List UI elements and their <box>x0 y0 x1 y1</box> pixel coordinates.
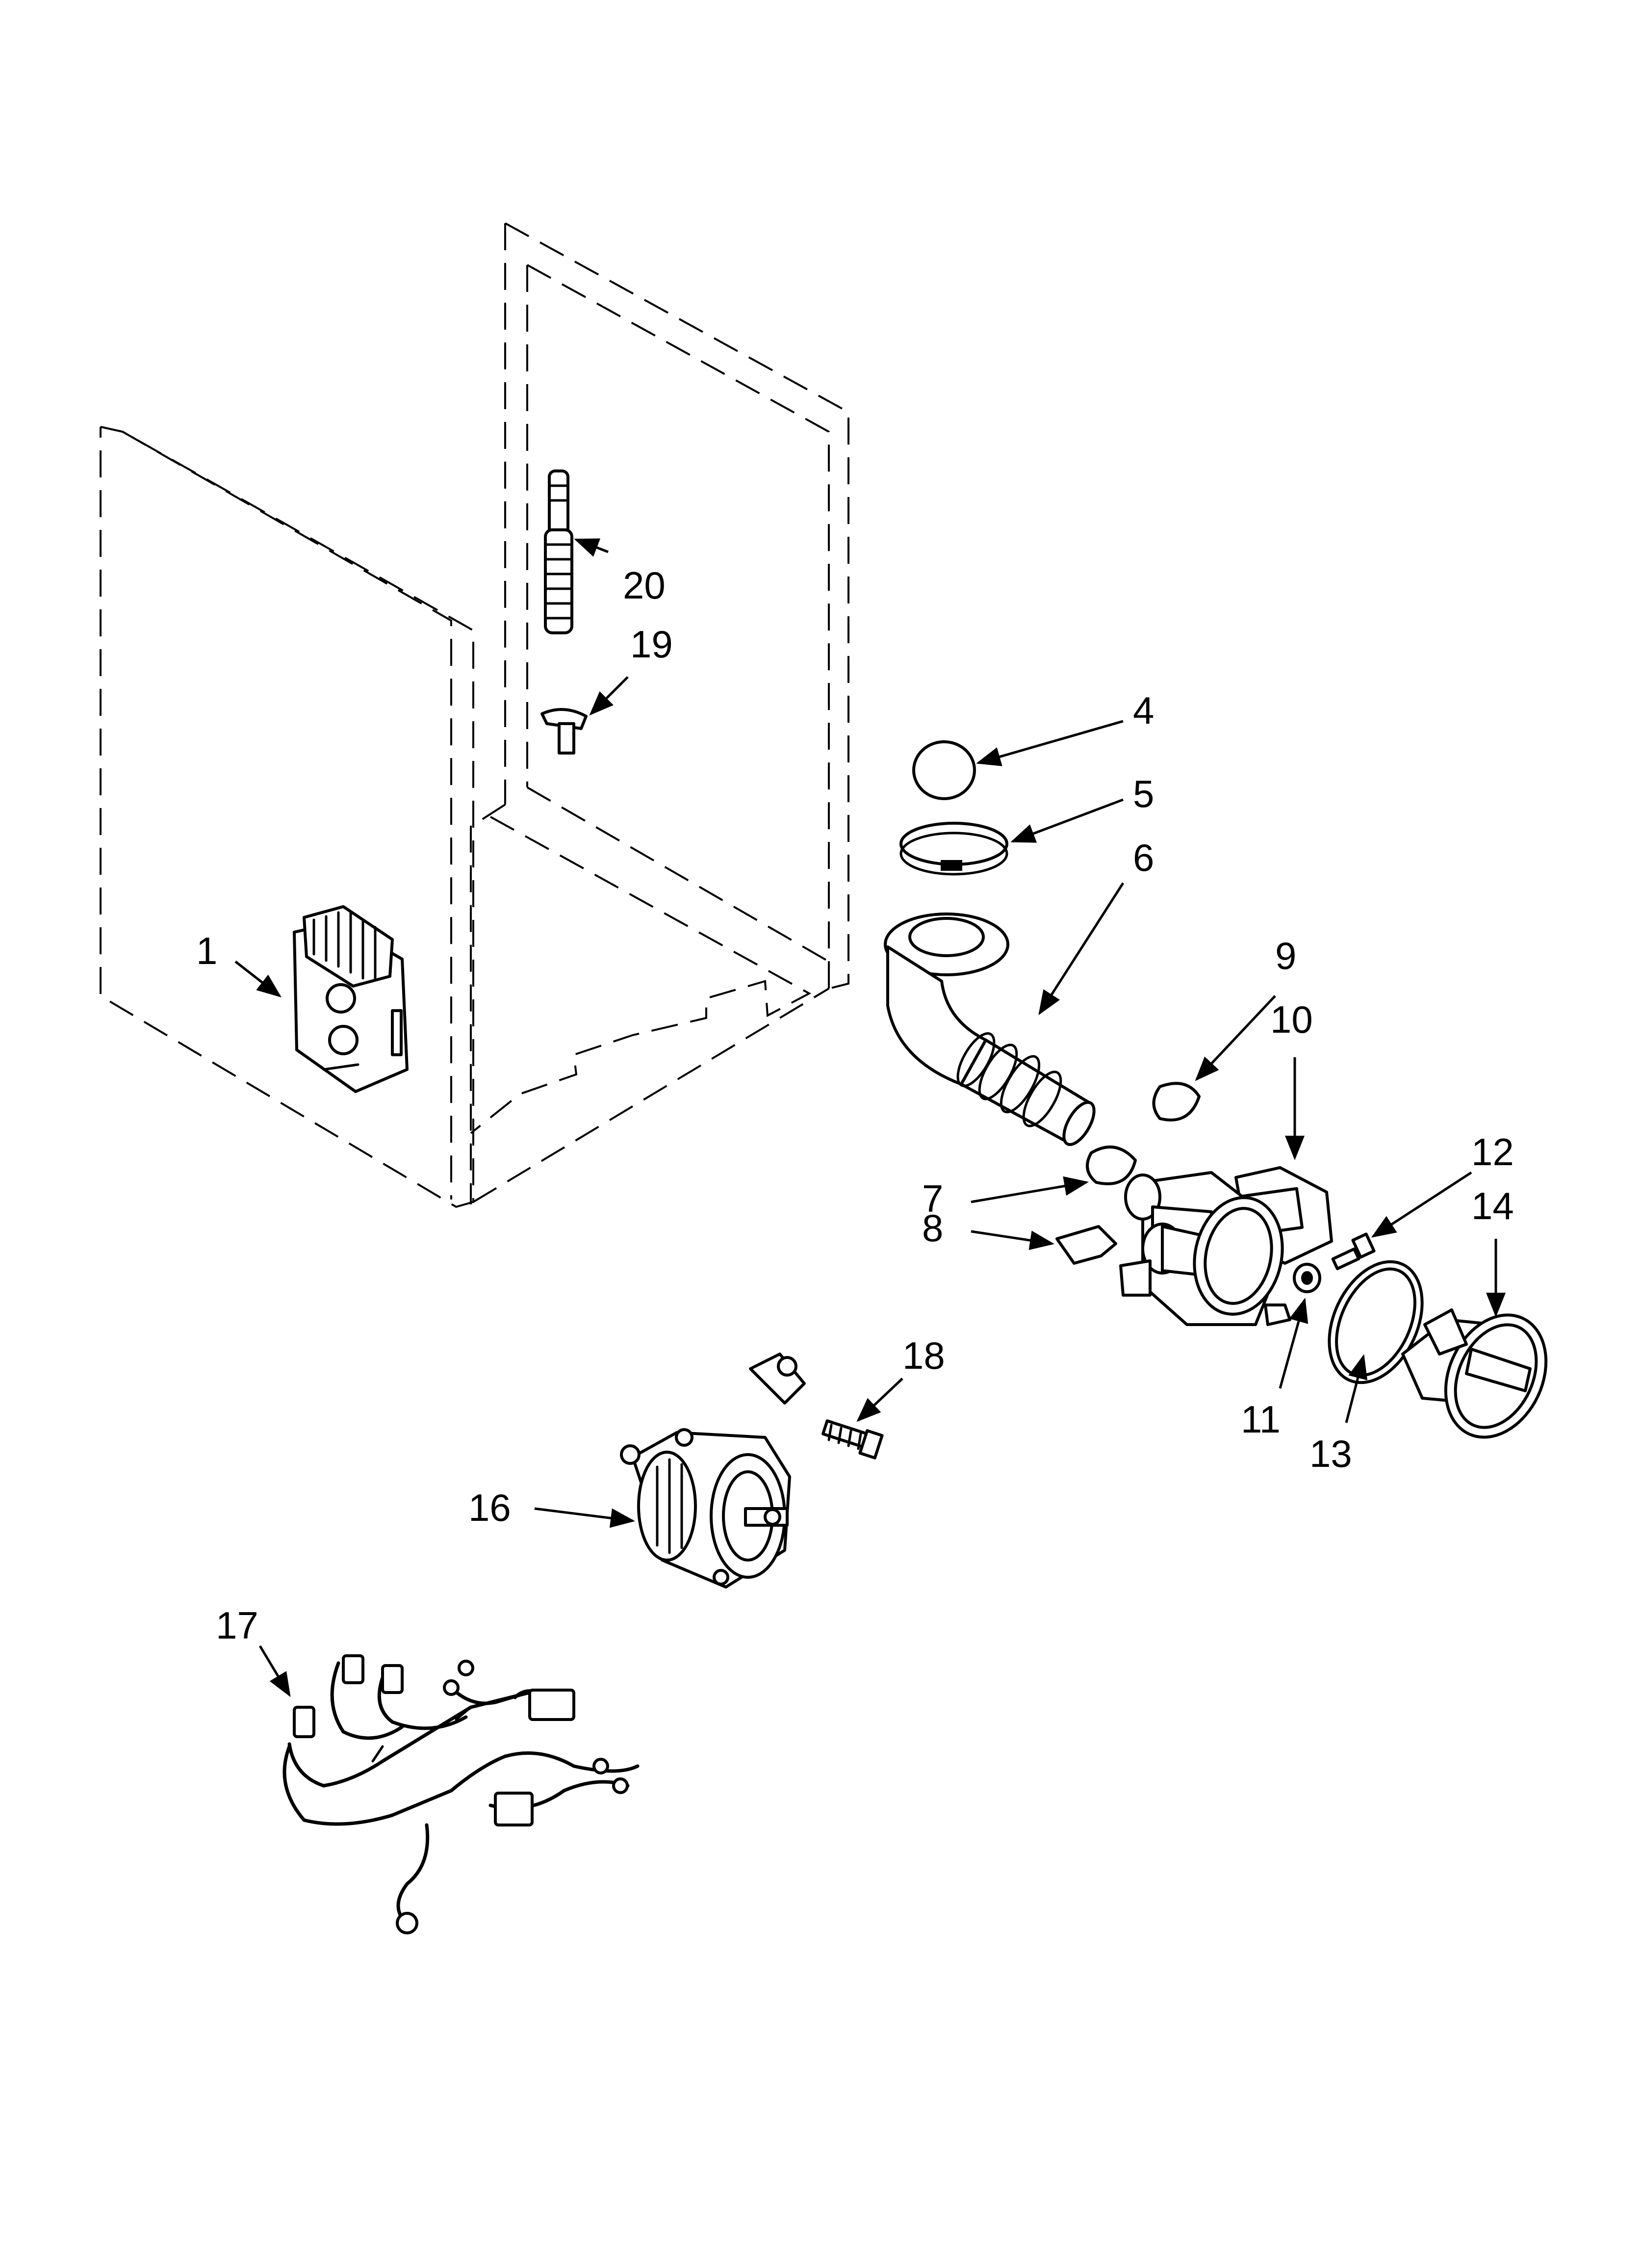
callout-12: 12 <box>1471 1130 1514 1173</box>
leader-16 <box>534 1507 635 1528</box>
part-17-wire-harness <box>282 1654 640 1934</box>
leader-9 <box>1195 995 1276 1081</box>
callout-4: 4 <box>1133 689 1154 732</box>
callout-16: 16 <box>468 1486 511 1529</box>
callout-9: 9 <box>1275 934 1296 977</box>
leader-20 <box>574 538 609 557</box>
part-20-hose <box>544 469 573 634</box>
part-6-elbow-hose <box>884 912 1096 1146</box>
callout-13: 13 <box>1309 1432 1352 1475</box>
cabinet-outline <box>100 222 849 1208</box>
part-4-ball <box>912 740 976 800</box>
leader-8 <box>971 1230 1054 1251</box>
part-19-clamp <box>540 708 588 755</box>
leader-1 <box>234 961 282 998</box>
callout-11: 11 <box>1241 1398 1281 1441</box>
leader-7 <box>971 1176 1089 1203</box>
leader-18 <box>856 1378 903 1422</box>
part-18-bolt <box>821 1419 884 1460</box>
leader-11 <box>1279 1298 1308 1389</box>
callout-1: 1 <box>196 929 217 972</box>
leader-6 <box>1038 882 1125 1016</box>
callout-19: 19 <box>630 623 673 666</box>
part-5-ring-clamp <box>899 822 1008 876</box>
callout-8: 8 <box>922 1206 943 1250</box>
callout-17: 17 <box>216 1604 258 1647</box>
callout-14: 14 <box>1471 1184 1514 1227</box>
part-7-clamp <box>1086 1146 1137 1185</box>
callout-10: 10 <box>1270 998 1313 1041</box>
leader-12 <box>1371 1171 1472 1238</box>
part-1-control-board <box>293 905 409 1093</box>
leader-17 <box>258 1645 291 1697</box>
part-9-clamp <box>1152 1082 1201 1121</box>
leader-13 <box>1345 1354 1368 1423</box>
part-12-screw <box>1331 1232 1376 1271</box>
callout-6: 6 <box>1133 836 1154 879</box>
callout-7: 7 <box>922 1177 943 1220</box>
leader-19 <box>589 676 629 716</box>
leader-5 <box>1010 798 1124 843</box>
part-10-pump <box>1119 1166 1333 1326</box>
callout-18: 18 <box>902 1334 945 1377</box>
part-14-filter <box>1401 1308 1548 1439</box>
leader-lines <box>234 538 1506 1697</box>
part-16-motor <box>620 1353 806 1589</box>
part-11-seal <box>1293 1263 1321 1293</box>
leader-4 <box>976 720 1124 766</box>
callout-5: 5 <box>1133 772 1154 815</box>
callout-labels: 1 4 5 6 7 8 9 10 11 12 13 14 16 17 18 19… <box>196 564 1514 1647</box>
part-13-o-ring <box>1328 1260 1424 1384</box>
part-8-clip <box>1055 1225 1117 1265</box>
callout-20: 20 <box>623 564 666 607</box>
